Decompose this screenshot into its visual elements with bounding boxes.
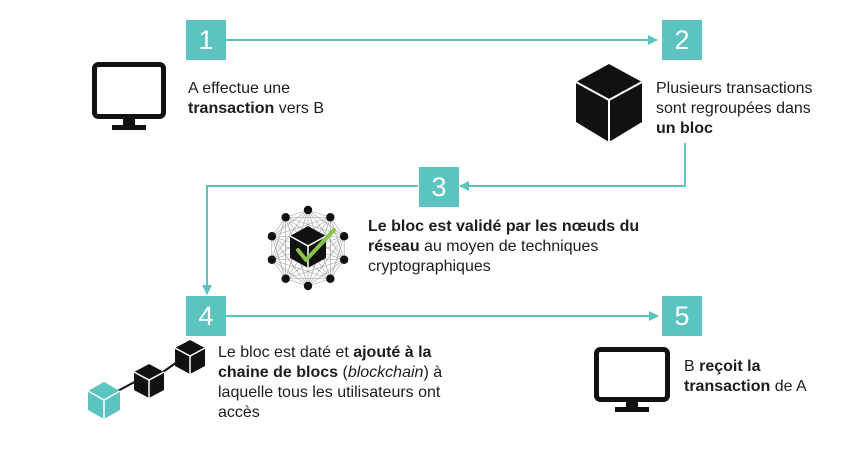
network-node xyxy=(303,205,313,215)
step-4-badge: 4 xyxy=(186,296,226,336)
step-1-text: A effectue une transaction vers B xyxy=(188,80,325,117)
step-5-text: B reçoit la transaction de A xyxy=(684,358,807,395)
network-validation-icon xyxy=(267,205,349,291)
right-block xyxy=(174,340,206,374)
network-node xyxy=(281,274,290,283)
network-node xyxy=(267,255,277,264)
step-3-text: Le bloc est validé par les nœuds du rése… xyxy=(368,218,640,275)
step-2-badge: 2 xyxy=(662,20,702,60)
arrow-2-to-3 xyxy=(459,143,686,191)
cube-icon xyxy=(575,64,643,142)
middle-block xyxy=(133,364,165,398)
network-node xyxy=(326,213,335,222)
step-2-text: Plusieurs transactions sont regroupées d… xyxy=(656,80,813,137)
blockchain-icon xyxy=(87,340,206,419)
step-5-badge: 5 xyxy=(662,296,702,336)
arrow-3-to-4 xyxy=(202,185,418,295)
network-node xyxy=(326,274,335,283)
step-3-badge: 3 xyxy=(419,167,459,207)
network-node xyxy=(339,232,349,241)
network-node xyxy=(281,213,290,222)
monitor-icon xyxy=(92,62,166,130)
step-1-badge: 1 xyxy=(186,20,226,60)
network-node xyxy=(267,232,277,241)
validated-block xyxy=(289,226,336,268)
teal-block xyxy=(87,382,121,419)
network-node xyxy=(339,255,349,264)
network-node xyxy=(303,281,313,291)
monitor-icon xyxy=(594,347,670,412)
step-4-text: Le bloc est daté et ajouté à la chaine d… xyxy=(218,344,443,421)
